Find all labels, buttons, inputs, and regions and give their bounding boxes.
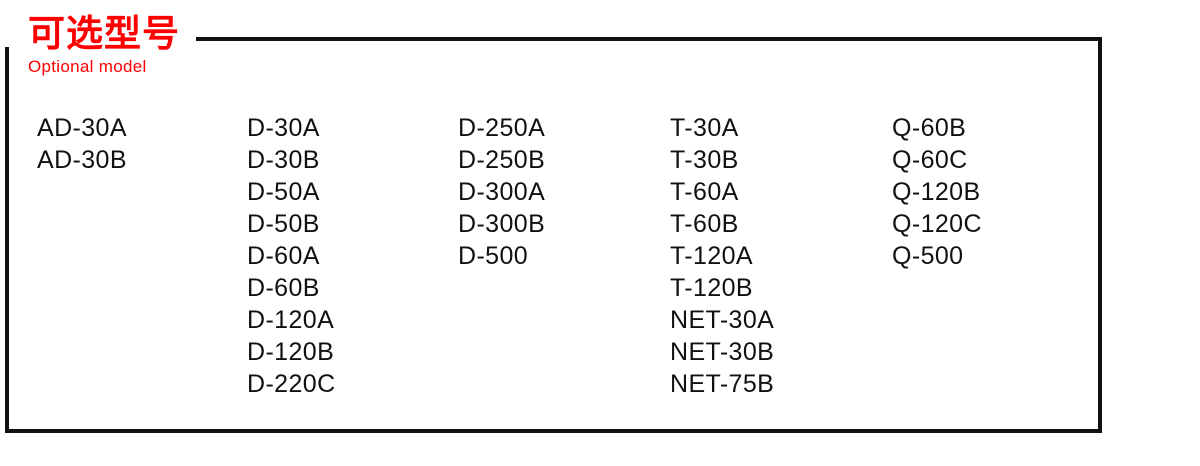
model-number: D-120A [247, 306, 335, 334]
model-number: D-250A [458, 114, 546, 142]
model-number: D-250B [458, 146, 546, 174]
model-number: D-50A [247, 178, 320, 206]
model-number: NET-30A [670, 306, 775, 334]
model-number: D-300A [458, 178, 546, 206]
panel-heading: 可选型号 Optional model [28, 14, 180, 75]
model-number: T-120B [670, 274, 754, 302]
model-number: D-60B [247, 274, 320, 302]
column-d-small: D-30A D-30B D-50A D-50B D-60A D-60B D-120A D-12… [247, 112, 336, 400]
model-number: D-50B [247, 210, 320, 238]
model-number: NET-30B [670, 338, 775, 366]
model-number: D-60A [247, 242, 320, 270]
model-number: T-30A [670, 114, 739, 142]
model-number: D-120B [247, 338, 335, 366]
model-number: D-500 [458, 242, 529, 270]
model-number: NET-75B [670, 370, 775, 398]
column-d-large: D-250A D-250B D-300A D-300B D-500 [458, 112, 545, 272]
panel-border-left [5, 47, 9, 433]
panel-border-right [1098, 37, 1102, 433]
model-number: D-300B [458, 210, 546, 238]
column-q: Q-60B Q-60C Q-120B Q-120C Q-500 [892, 112, 982, 272]
model-number: Q-120C [892, 210, 982, 238]
model-number: AD-30B [37, 146, 127, 174]
model-number: AD-30A [37, 114, 127, 142]
model-number: T-30B [670, 146, 739, 174]
panel-title-chinese: 可选型号 [28, 12, 180, 55]
model-number: T-60B [670, 210, 739, 238]
model-columns: AD-30A AD-30B D-30A D-30B D-50A D-50B D-60A D-6… [0, 112, 1100, 422]
panel-title-english: Optional model [28, 56, 147, 76]
model-number: Q-60C [892, 146, 968, 174]
model-number: Q-500 [892, 242, 964, 270]
panel-border-top [196, 37, 1102, 41]
model-number: D-30A [247, 114, 320, 142]
column-t-net: T-30A T-30B T-60A T-60B T-120A T-120B NET-30A N… [670, 112, 774, 400]
panel-border-bottom [5, 429, 1102, 433]
column-ad: AD-30A AD-30B [37, 112, 127, 176]
model-number: Q-120B [892, 178, 981, 206]
model-number: Q-60B [892, 114, 967, 142]
model-number: D-220C [247, 370, 336, 398]
model-number: T-60A [670, 178, 739, 206]
model-number: T-120A [670, 242, 754, 270]
model-number: D-30B [247, 146, 320, 174]
